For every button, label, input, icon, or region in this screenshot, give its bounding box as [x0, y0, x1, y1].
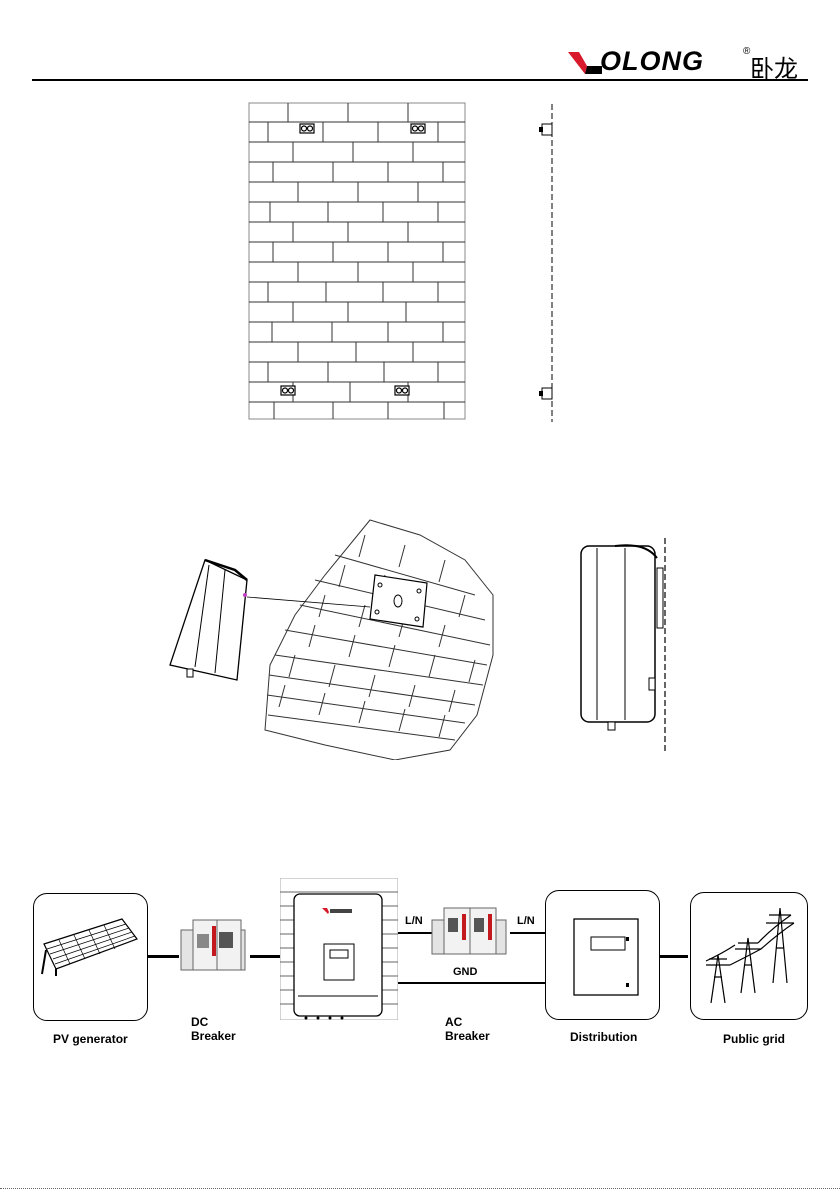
brick-wall-figure [248, 102, 466, 420]
ac-breaker [430, 904, 510, 960]
ac-breaker-label: AC Breaker [445, 1015, 490, 1043]
inverter-side-icon [575, 538, 673, 753]
wire-inverter-ac [398, 932, 432, 934]
wire-ground [398, 982, 546, 984]
breaker-icon [430, 904, 510, 960]
pv-generator-box [33, 893, 148, 1021]
header-rule [32, 79, 808, 81]
wire-pv-dc [147, 955, 179, 958]
dc-breaker-label: DC Breaker [191, 1015, 236, 1043]
wire-label-ln-left: L/N [405, 914, 423, 928]
brand-name: OLONG [600, 46, 704, 77]
wire-distribution-grid [658, 955, 688, 958]
brick-wall-icon [248, 102, 466, 420]
pv-generator-label: PV generator [53, 1032, 128, 1046]
inverter-icon [280, 878, 398, 1020]
page-bottom-rule [0, 1188, 840, 1189]
transmission-tower-icon [691, 893, 807, 1019]
wall-section-icon [538, 104, 568, 422]
mounted-side-view [575, 538, 673, 753]
inverter-wall [280, 878, 398, 1020]
mounting-figure [165, 515, 495, 760]
distribution-box-icon [546, 891, 659, 1019]
brand-logo: OLONG ® 卧龙 [568, 46, 810, 78]
distribution-box [545, 890, 660, 1020]
solar-panel-icon [34, 894, 147, 1020]
logo-mark-icon [568, 52, 602, 74]
wire-label-gnd: GND [453, 965, 477, 979]
public-grid-box [690, 892, 808, 1020]
wire-dc-inverter [250, 955, 280, 958]
public-grid-label: Public grid [723, 1032, 785, 1046]
wall-side-view [538, 104, 568, 422]
inverter-mounting-icon [165, 515, 495, 760]
distribution-label: Distribution [570, 1030, 637, 1044]
wire-label-ln-right: L/N [517, 914, 535, 928]
dc-breaker [179, 916, 251, 978]
breaker-icon [179, 916, 251, 978]
wire-ac-distribution [510, 932, 546, 934]
